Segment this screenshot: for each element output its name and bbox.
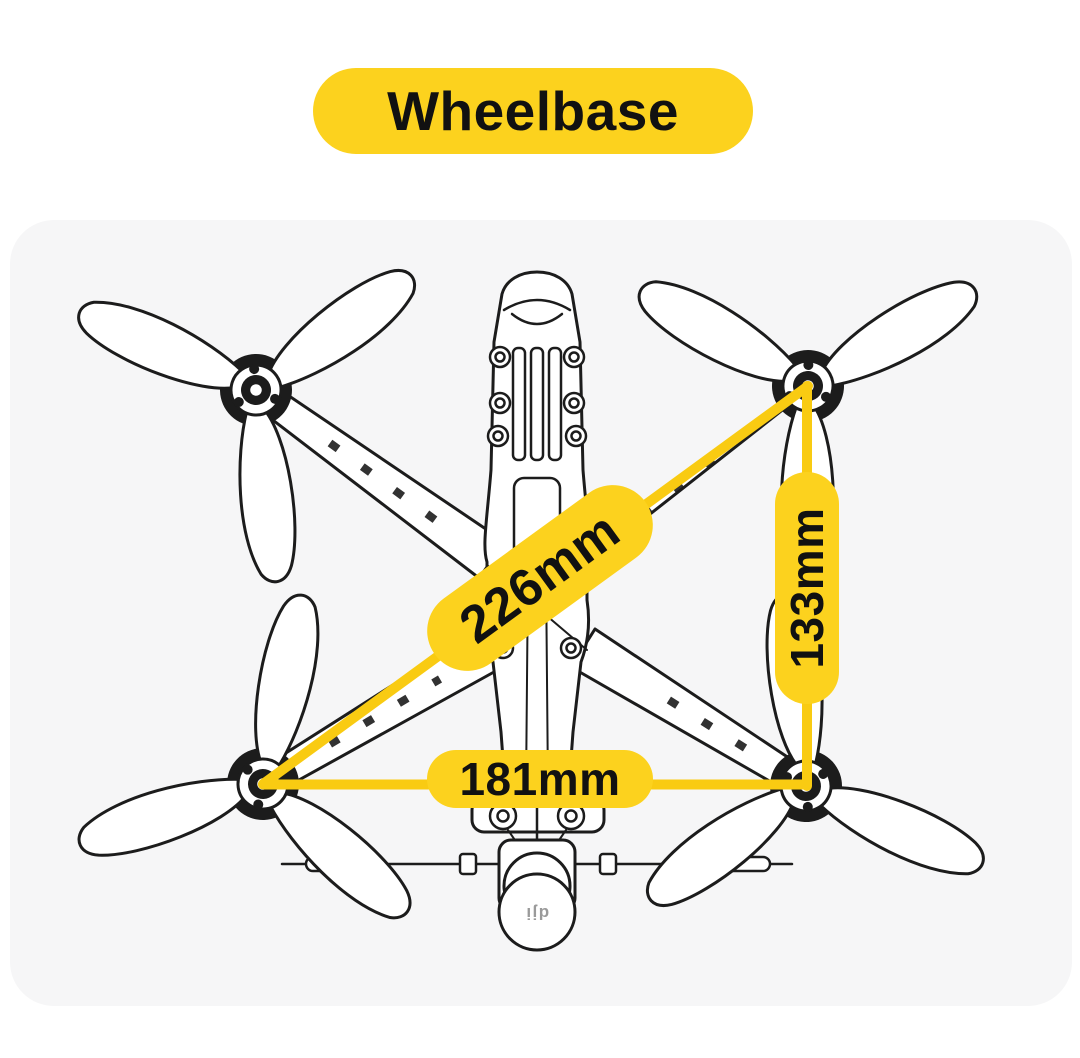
title-badge-label: Wheelbase [387,80,679,142]
measurement-pill-right-side: 133mm [775,472,839,704]
camera-lens [497,872,577,952]
measurement-label-right-side: 133mm [781,507,833,669]
camera-logo: dji [525,904,549,923]
title-badge: Wheelbase [313,68,753,154]
propeller-top-right [616,136,1064,603]
canopy-windshield [502,298,572,312]
measurement-label-bottom-span: 181mm [459,753,621,805]
measurement-pill-bottom-span: 181mm [427,750,653,808]
camera-gimbal: dji [470,790,606,952]
